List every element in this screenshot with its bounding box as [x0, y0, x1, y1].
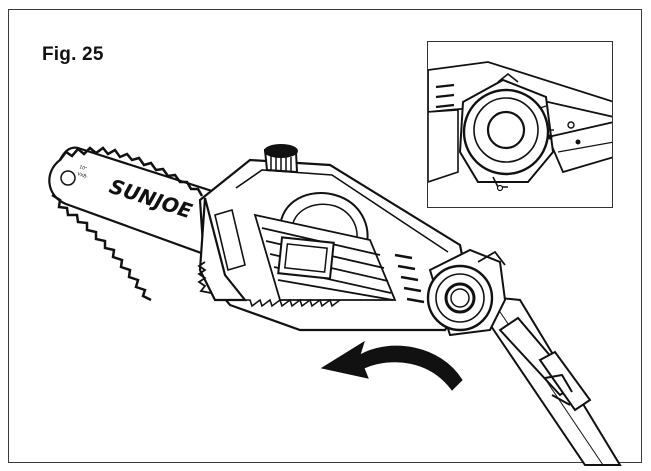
figure-label: Fig. 25 — [42, 44, 104, 65]
curved-arrow-left-icon — [320, 340, 463, 391]
oil-cap — [263, 144, 299, 174]
base-ridge — [240, 298, 341, 308]
pole-collar — [498, 316, 592, 412]
bar-marking-bottom: VXB- — [76, 171, 89, 180]
knob-detail-illustration — [428, 61, 612, 192]
motor-vents — [394, 253, 425, 304]
detail-inset — [427, 41, 613, 208]
bar-marking-top: 10" — [78, 164, 87, 172]
vent-grille — [253, 213, 397, 301]
adjustment-knob — [426, 248, 507, 337]
